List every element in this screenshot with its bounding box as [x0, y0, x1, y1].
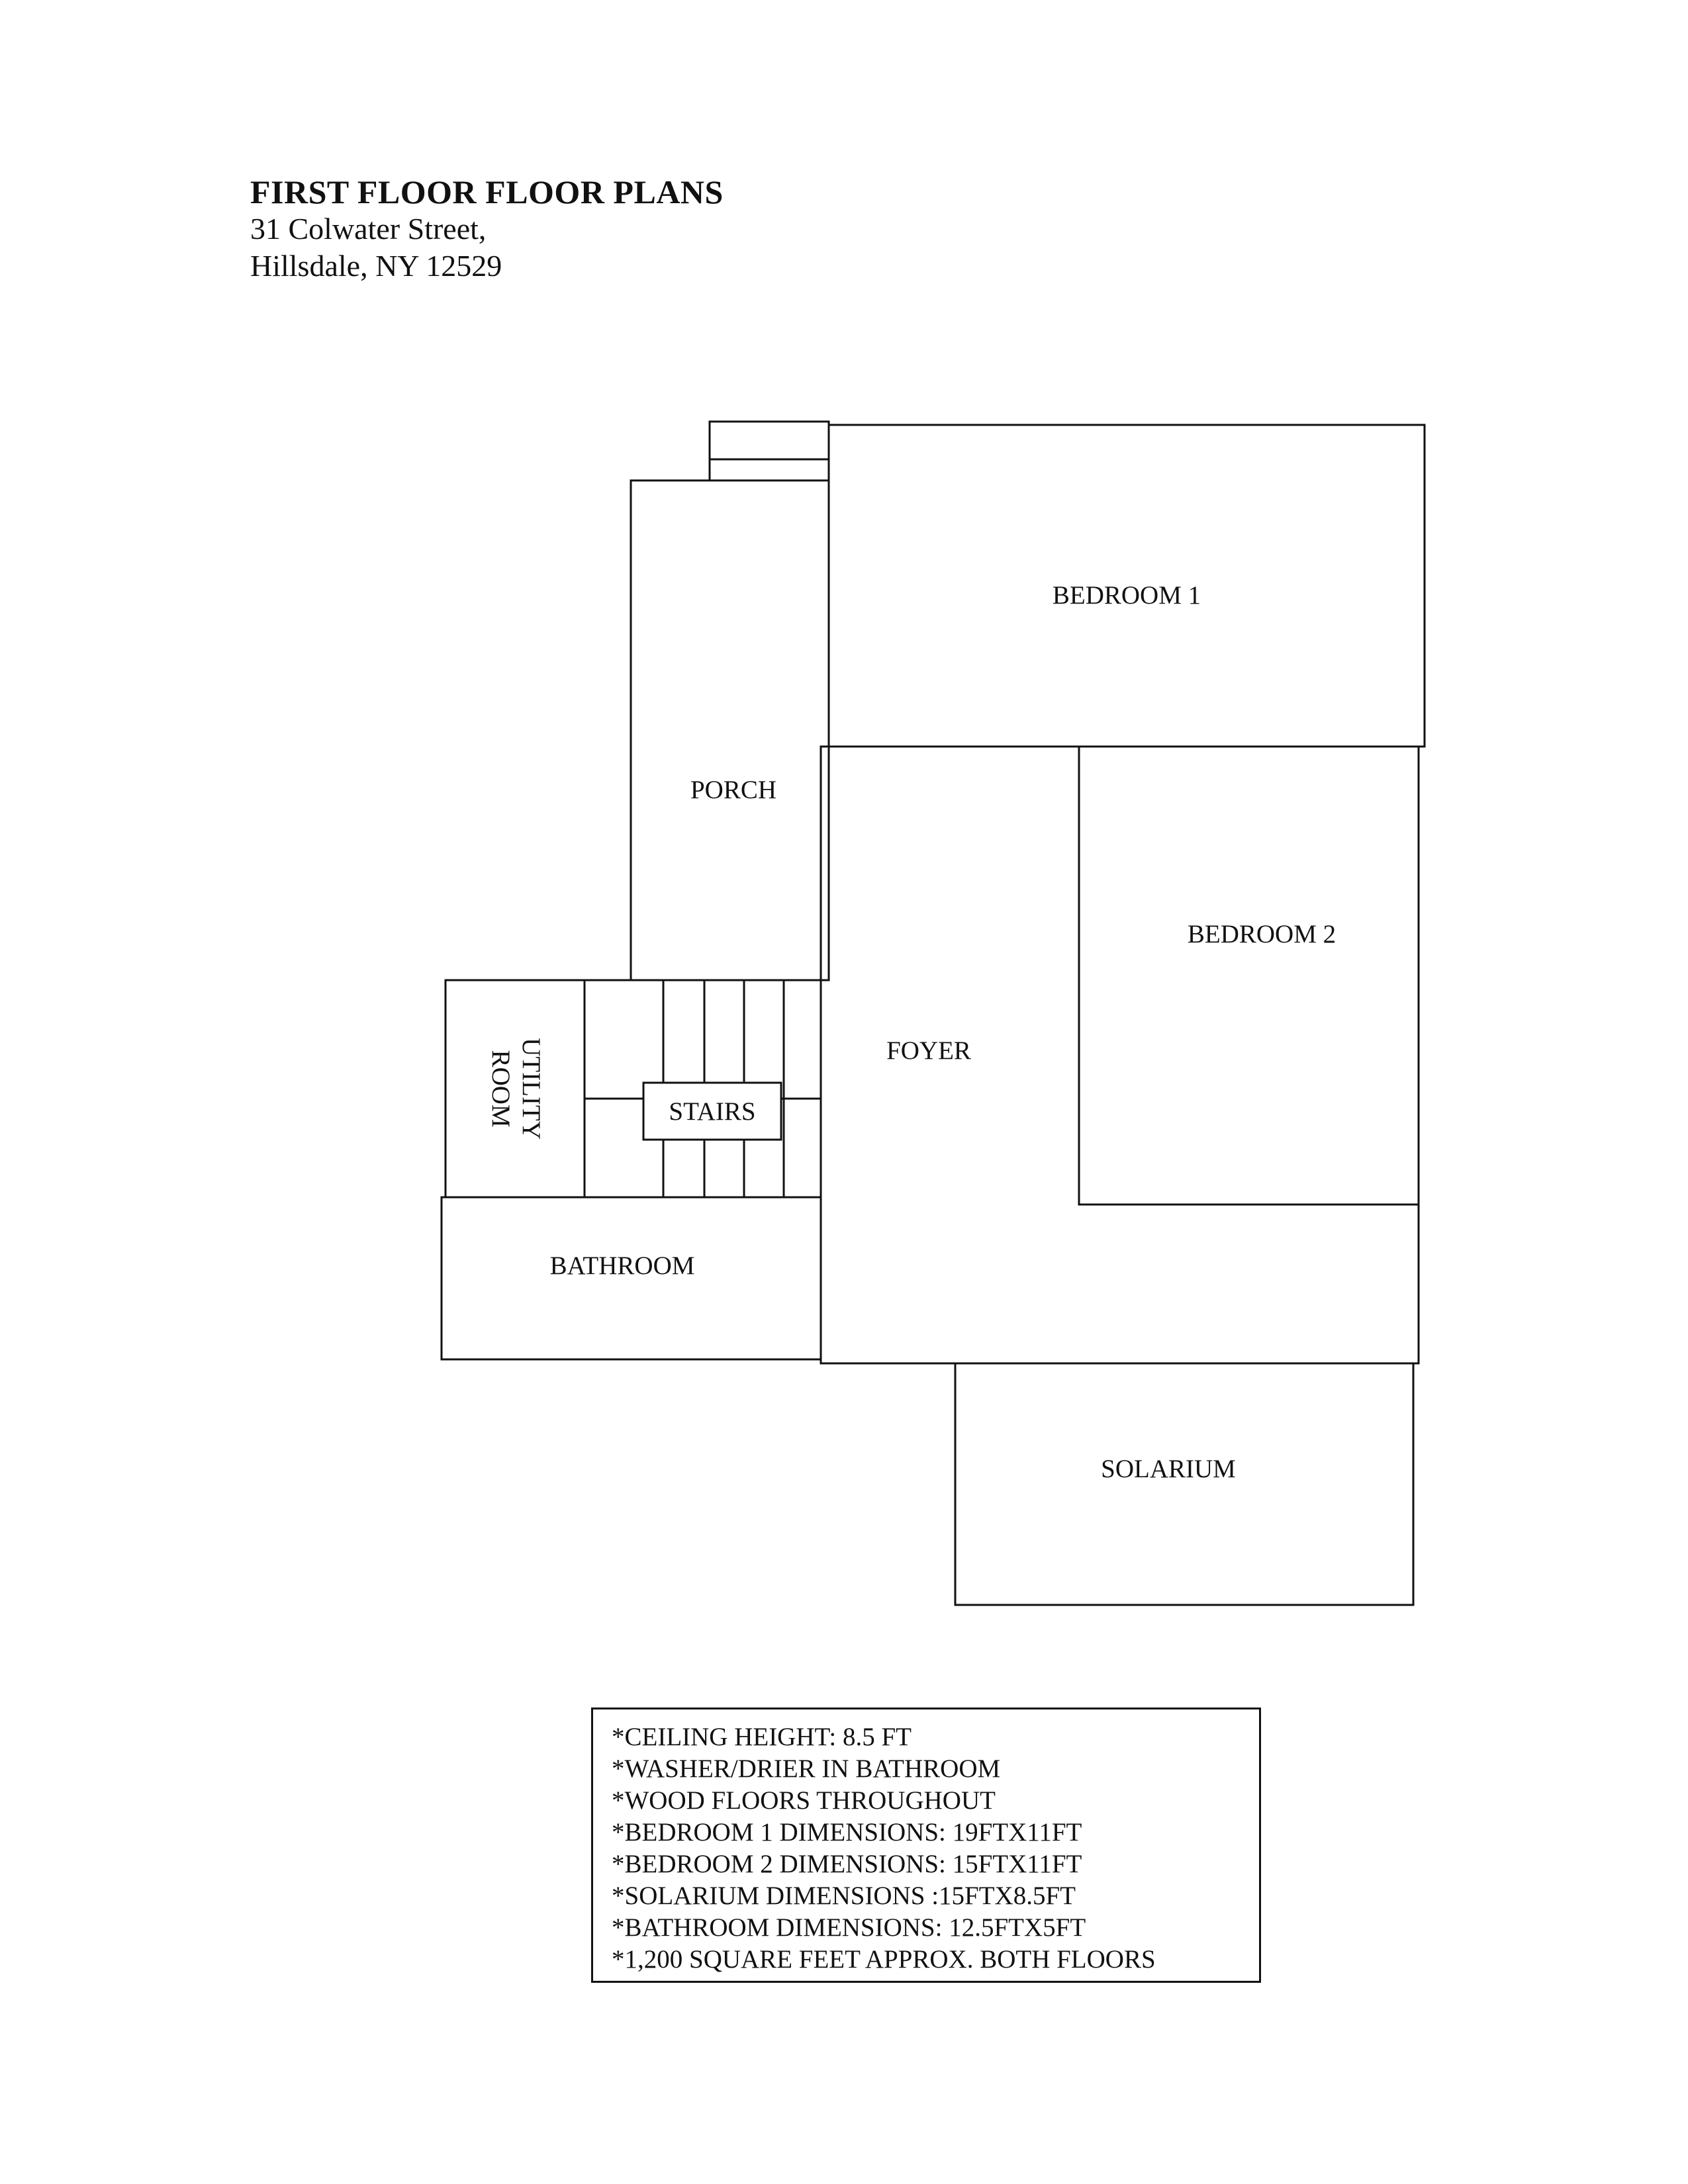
note-wood-floors: *WOOD FLOORS THROUGHOUT — [612, 1786, 996, 1815]
note-bathroom-dimensions: *BATHROOM DIMENSIONS: 12.5FTX5FT — [612, 1913, 1086, 1942]
utility-label-line1: UTILITY — [517, 1038, 545, 1140]
bedroom-2-room — [1078, 745, 1420, 1206]
note-washer-drier: *WASHER/DRIER IN BATHROOM — [612, 1754, 1001, 1783]
foyer-label: FOYER — [886, 1036, 971, 1065]
utility-label-line2: ROOM — [487, 1050, 515, 1127]
note-ceiling-height: *CEILING HEIGHT: 8.5 FT — [612, 1723, 912, 1751]
solarium-room — [954, 1362, 1415, 1606]
stairs-label: STAIRS — [669, 1097, 755, 1126]
note-square-feet: *1,200 SQUARE FEET APPROX. BOTH FLOORS — [612, 1945, 1156, 1974]
utility-room-label: UTILITY ROOM — [487, 1038, 545, 1140]
note-bedroom-2-dimensions: *BEDROOM 2 DIMENSIONS: 15FTX11FT — [612, 1850, 1082, 1878]
bedroom-2-label: BEDROOM 2 — [1188, 920, 1336, 948]
bathroom-label: BATHROOM — [550, 1251, 695, 1280]
stairs-label-box — [642, 1081, 782, 1141]
address-line-2: Hillsdale, NY 12529 — [250, 249, 502, 283]
notes-box: *CEILING HEIGHT: 8.5 FT *WASHER/DRIER IN… — [591, 1707, 1261, 1983]
porch-room — [630, 479, 830, 981]
bedroom-1-label: BEDROOM 1 — [1053, 581, 1201, 610]
entry-box-lower — [708, 458, 830, 482]
page-title: FIRST FLOOR FLOOR PLANS — [250, 173, 724, 210]
entry-box-upper — [708, 420, 830, 461]
note-bedroom-1-dimensions: *BEDROOM 1 DIMENSIONS: 19FTX11FT — [612, 1818, 1082, 1846]
address-line-1: 31 Colwater Street, — [250, 212, 487, 246]
note-solarium-dimensions: *SOLARIUM DIMENSIONS :15FTX8.5FT — [612, 1882, 1076, 1910]
porch-label: PORCH — [690, 776, 776, 804]
bathroom-room — [440, 1196, 822, 1361]
solarium-label: SOLARIUM — [1101, 1455, 1236, 1483]
plan-header: FIRST FLOOR FLOOR PLANS 31 Colwater Stre… — [250, 173, 724, 285]
